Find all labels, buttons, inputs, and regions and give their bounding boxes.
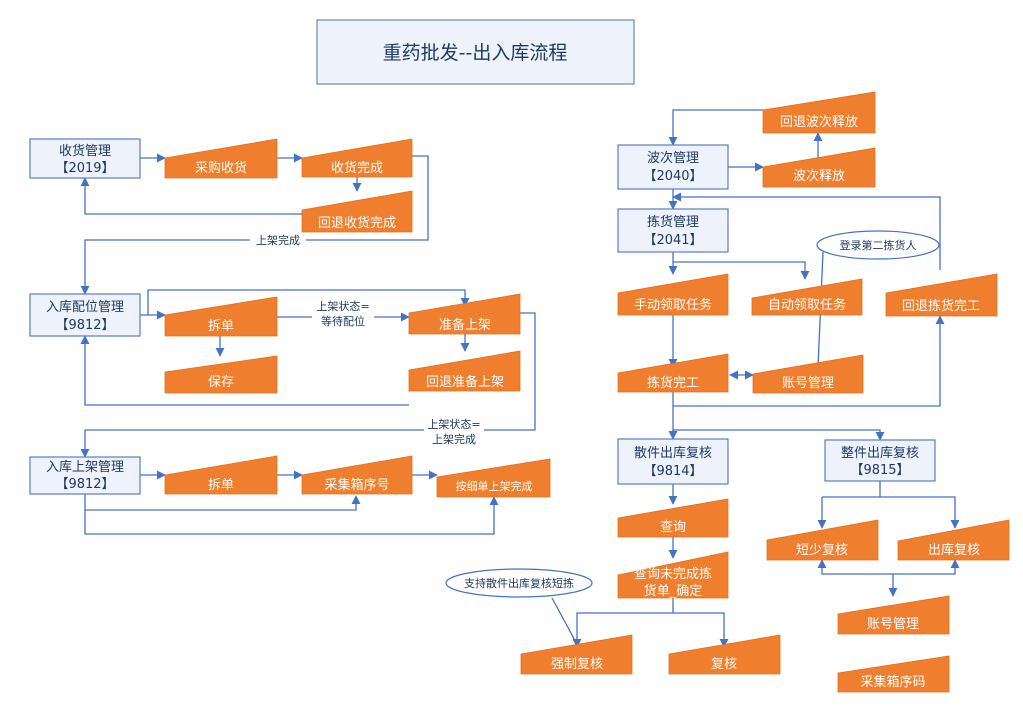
label-shelve-done: 上架完成 <box>256 233 300 247</box>
svg-text:波次释放: 波次释放 <box>793 168 845 184</box>
step-collect-box-code[interactable]: 采集箱序码 <box>837 655 950 693</box>
label-status-wait-1: 上架状态= <box>316 299 369 313</box>
svg-text:拆单: 拆单 <box>208 319 234 334</box>
step-rollback-wave-release[interactable]: 回退波次释放 <box>762 91 876 134</box>
svg-text:强制复核: 强制复核 <box>551 657 603 672</box>
manager-code: 【9812】 <box>55 318 114 333</box>
step-auto-task[interactable]: 自动领取任务 <box>751 278 863 316</box>
manager-code: 【9815】 <box>850 463 909 478</box>
svg-text:收货完成: 收货完成 <box>331 160 383 176</box>
step-split-1[interactable]: 拆单 <box>164 296 278 337</box>
svg-text:回退收货完成: 回退收货完成 <box>318 215 396 231</box>
step-prepare-shelve[interactable]: 准备上架 <box>408 293 521 335</box>
manager-putaway[interactable]: 入库上架管理 【9812】 <box>29 456 141 495</box>
svg-text:查询: 查询 <box>660 520 686 535</box>
svg-text:查询未完成拣: 查询未完成拣 <box>634 567 712 582</box>
manager-name: 入库配位管理 <box>46 299 124 315</box>
step-check[interactable]: 复核 <box>668 634 781 675</box>
svg-text:保存: 保存 <box>208 375 234 390</box>
title-block: 重药批发--出入库流程 <box>316 19 635 85</box>
step-rollback-prepare-shelve[interactable]: 回退准备上架 <box>408 350 521 392</box>
manager-name: 拣货管理 <box>647 214 699 230</box>
manager-code: 【9814】 <box>643 464 702 479</box>
step-force-check[interactable]: 强制复核 <box>520 634 633 675</box>
step-purchase-receive[interactable]: 采购收货 <box>164 138 278 179</box>
manager-name: 波次管理 <box>647 150 699 166</box>
edge-labels: 上架完成 上架状态= 等待配位 上架状态= 上架完成 <box>250 233 484 447</box>
manager-code: 【9812】 <box>55 477 114 492</box>
label-status-shelve-1: 上架状态= <box>427 417 480 431</box>
svg-text:货单_确定: 货单_确定 <box>644 583 703 599</box>
svg-text:按细单上架完成: 按细单上架完成 <box>456 479 533 493</box>
manager-code: 【2019】 <box>55 161 114 176</box>
svg-text:采集箱序号: 采集箱序号 <box>324 477 389 493</box>
step-save[interactable]: 保存 <box>164 355 278 394</box>
svg-text:采集箱序码: 采集箱序码 <box>860 674 925 690</box>
step-wave-release[interactable]: 波次释放 <box>762 147 876 188</box>
svg-text:支持散件出库复核短拣: 支持散件出库复核短拣 <box>464 576 574 590</box>
label-status-wait-2: 等待配位 <box>321 314 365 328</box>
svg-text:手动领取任务: 手动领取任务 <box>634 297 712 313</box>
manager-code: 【2040】 <box>643 169 702 184</box>
svg-text:回退准备上架: 回退准备上架 <box>426 374 504 390</box>
svg-text:拆单: 拆单 <box>208 478 234 493</box>
step-rollback-pick-done[interactable]: 回退拣货完工 <box>885 273 998 317</box>
manager-name: 入库上架管理 <box>46 459 124 475</box>
step-account-mgmt-2[interactable]: 账号管理 <box>837 595 950 635</box>
svg-text:拣货完工: 拣货完工 <box>647 375 699 391</box>
step-receive-done[interactable]: 收货完成 <box>301 138 413 178</box>
manager-name: 散件出库复核 <box>634 445 712 461</box>
callout-second-picker: 登录第二拣货人 <box>816 230 940 260</box>
manager-receiving[interactable]: 收货管理 【2019】 <box>29 138 141 179</box>
callout-loose-short: 支持散件出库复核短拣 <box>445 568 593 598</box>
svg-text:短少复核: 短少复核 <box>796 543 848 558</box>
step-outbound-check[interactable]: 出库复核 <box>897 519 1010 561</box>
step-short-check[interactable]: 短少复核 <box>766 519 879 561</box>
manager-full-check[interactable]: 整件出库复核 【9815】 <box>824 439 936 482</box>
svg-text:回退波次释放: 回退波次释放 <box>780 114 858 130</box>
step-pick-done[interactable]: 拣货完工 <box>617 353 729 393</box>
connectors <box>80 109 960 648</box>
manager-slotting[interactable]: 入库配位管理 【9812】 <box>29 293 141 337</box>
svg-text:账号管理: 账号管理 <box>867 617 919 632</box>
svg-text:准备上架: 准备上架 <box>439 317 491 333</box>
step-rollback-receive-done[interactable]: 回退收货完成 <box>301 190 413 233</box>
manager-loose-check[interactable]: 散件出库复核 【9814】 <box>617 438 729 485</box>
svg-text:出库复核: 出库复核 <box>928 542 980 558</box>
step-query[interactable]: 查询 <box>617 498 729 538</box>
step-account-mgmt-1[interactable]: 账号管理 <box>752 354 864 394</box>
label-status-shelve-2: 上架完成 <box>432 432 476 446</box>
step-collect-box-no[interactable]: 采集箱序号 <box>301 455 413 495</box>
step-manual-task[interactable]: 手动领取任务 <box>617 273 729 316</box>
manager-picking[interactable]: 拣货管理 【2041】 <box>617 208 729 253</box>
svg-text:登录第二拣货人: 登录第二拣货人 <box>840 238 917 252</box>
step-split-2[interactable]: 拆单 <box>164 455 278 495</box>
svg-text:采购收货: 采购收货 <box>195 160 247 176</box>
manager-code: 【2041】 <box>643 233 702 248</box>
step-query-unfinished[interactable]: 查询未完成拣 货单_确定 <box>617 551 729 599</box>
manager-name: 收货管理 <box>59 143 111 159</box>
svg-text:账号管理: 账号管理 <box>782 376 834 391</box>
svg-text:复核: 复核 <box>711 657 737 672</box>
svg-text:自动领取任务: 自动领取任务 <box>768 297 846 313</box>
manager-wave[interactable]: 波次管理 【2040】 <box>617 144 729 190</box>
step-shelve-by-detail[interactable]: 按细单上架完成 <box>436 458 551 498</box>
svg-text:回退拣货完工: 回退拣货完工 <box>902 298 980 314</box>
manager-name: 整件出库复核 <box>841 445 919 461</box>
diagram-title: 重药批发--出入库流程 <box>383 42 568 64</box>
